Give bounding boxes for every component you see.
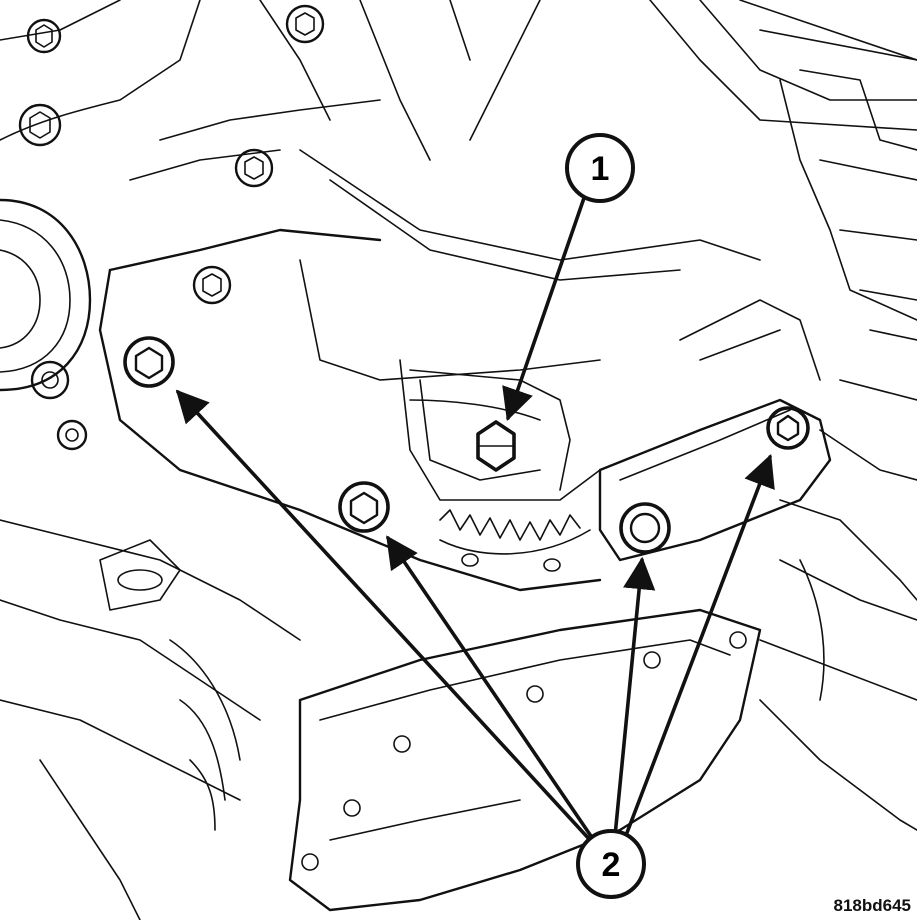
- callout-2: 2: [576, 829, 646, 899]
- arrow-2-right-bolt: [613, 556, 656, 838]
- mount-bolt-left: [123, 336, 175, 388]
- callout-1: 1: [565, 133, 635, 203]
- fastener-pan-bolt-5: [343, 799, 361, 817]
- arrow-1-center-bolt: [502, 196, 586, 422]
- callout-2-label: 2: [602, 846, 621, 884]
- fastener-bolt-bracket-top: [192, 265, 232, 305]
- arrow-2-left-bolt: [175, 389, 592, 842]
- fastener-pan-bolt-3: [729, 631, 747, 649]
- fastener-pan-bolt-2: [643, 651, 661, 669]
- callout-arrows: [175, 196, 775, 844]
- fastener-pan-bolt-6: [301, 853, 319, 871]
- callout-1-label: 1: [591, 150, 610, 188]
- center-bolt: [476, 420, 516, 472]
- figure-code: 818bd645: [833, 896, 912, 915]
- fastener-pan-bolt-4: [393, 735, 411, 753]
- fastener-hole-left: [56, 419, 88, 451]
- fastener-bolt-upper-mid: [234, 148, 274, 188]
- housing-fasteners: [18, 4, 747, 871]
- fastener-bolt-top-center: [285, 4, 325, 44]
- fastener-bolt-upper-left: [18, 103, 62, 147]
- mount-bolt-center: [338, 481, 390, 533]
- mount-bolt-right: [619, 502, 671, 554]
- arrow-2-center-bolt: [386, 535, 597, 844]
- fastener-bolt-top-left: [26, 18, 62, 54]
- mount-bolt-far-right: [766, 406, 810, 450]
- arrow-2-far-right-bolt: [623, 453, 775, 840]
- fastener-bolt-left: [30, 360, 70, 400]
- fastener-pan-bolt-1: [526, 685, 544, 703]
